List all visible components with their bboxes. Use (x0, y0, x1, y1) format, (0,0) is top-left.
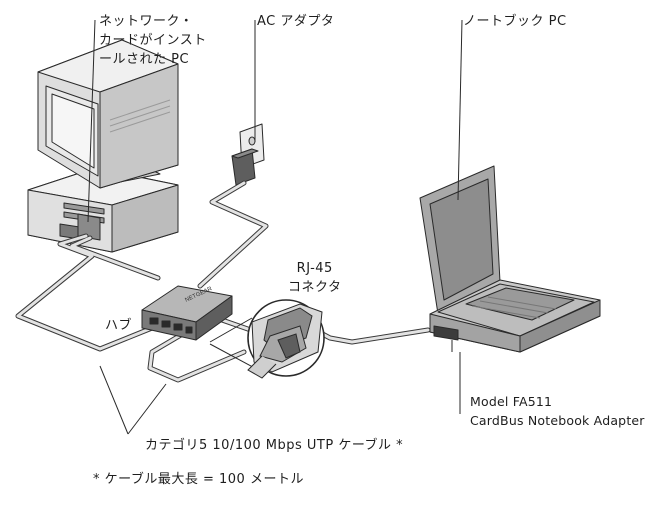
label-rj45-line: RJ-45 (296, 261, 333, 276)
notebook-pc (419, 165, 601, 353)
label-notebook: ノートブック PC (463, 14, 567, 29)
desktop-pc (27, 39, 179, 253)
leader-lines (87, 19, 463, 435)
label-pc-line: カードがインスト (99, 33, 207, 48)
label-note: * ケーブル最大長 = 100 メートル (93, 472, 304, 487)
label-cable: カテゴリ5 10/100 Mbps UTP ケーブル * (145, 438, 404, 453)
label-adapter-line: Model FA511 (470, 394, 553, 409)
label-adapter: Model FA511 CardBus Notebook Adapter (470, 392, 645, 430)
label-rj45-line: コネクタ (288, 280, 342, 295)
label-pc-line: ネットワーク・ (99, 14, 194, 29)
ac-adapter (231, 123, 265, 186)
label-pc-line: ールされた PC (99, 52, 190, 67)
hub: NETGEAR (141, 285, 233, 341)
label-rj45: RJ-45 コネクタ (288, 259, 341, 297)
rj45-zoom (209, 299, 325, 379)
label-pc: ネットワーク・ カードがインスト ールされた PC (99, 12, 207, 69)
label-ac-adapter: AC アダプタ (257, 14, 335, 29)
label-hub: ハブ (105, 318, 133, 333)
label-adapter-line: CardBus Notebook Adapter (470, 413, 645, 428)
